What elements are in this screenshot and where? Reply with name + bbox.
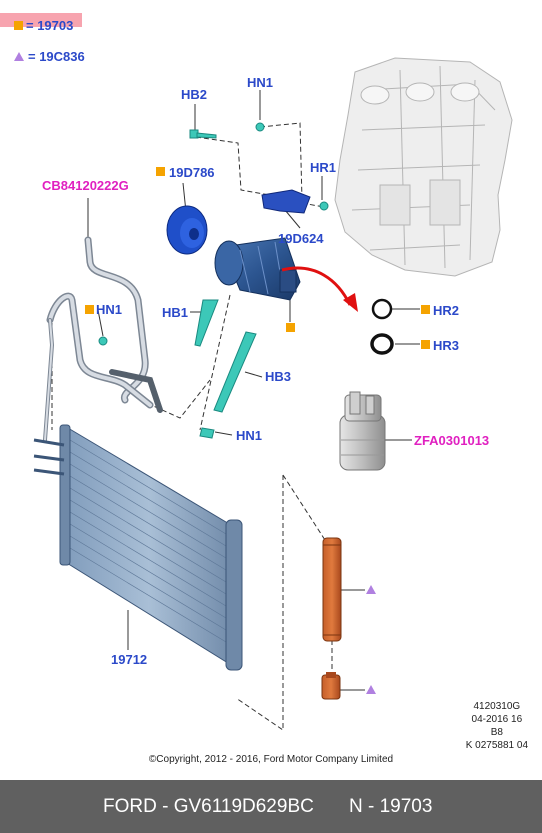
footer-bar: FORD - GV6119D629BC N - 19703: [0, 780, 542, 833]
desiccant-19c836: [321, 537, 342, 700]
label-19712: 19712: [111, 652, 148, 667]
square-marker-icon: [156, 167, 165, 176]
part-markers: [85, 167, 430, 694]
square-marker-icon: [286, 323, 295, 332]
legend-19c836: = 19C836: [14, 50, 85, 63]
direction-arrow: [281, 266, 358, 312]
bolts: [98, 122, 329, 439]
label-hb2: HB2: [181, 87, 208, 102]
triangle-marker-icon: [14, 52, 24, 61]
triangle-marker-icon: [366, 585, 376, 594]
bracket-19d624: [261, 189, 311, 214]
label-hn1-top: HN1: [247, 75, 274, 90]
refrigerant-hoses: [43, 236, 163, 442]
label-zfa0301013: ZFA0301013: [414, 433, 490, 448]
footer-part-number: FORD - GV6119D629BC: [103, 796, 314, 817]
label-hb3: HB3: [265, 369, 292, 384]
footer-reference: N - 19703: [349, 796, 433, 817]
receiver-dryer-zfa0301013: [339, 391, 386, 471]
label-hr2: HR2: [433, 303, 460, 318]
square-marker-icon: [85, 305, 94, 314]
label-hb1: HB1: [162, 305, 189, 320]
triangle-marker-icon: [366, 685, 376, 694]
square-marker-icon: [14, 21, 23, 30]
label-19d786: 19D786: [169, 165, 215, 180]
square-marker-icon: [421, 340, 430, 349]
ac-compressor: [214, 237, 301, 301]
condenser-19712: [33, 424, 243, 671]
label-hn1-left: HN1: [96, 302, 123, 317]
engine-block: [334, 57, 513, 277]
label-hn1-bottom: HN1: [236, 428, 263, 443]
drawing-stamp: 4120310G 04-2016 16 B8 K 0275881 04: [465, 701, 528, 751]
square-marker-icon: [421, 305, 430, 314]
label-19d624: 19D624: [278, 231, 324, 246]
legend-19703: = 19703: [14, 19, 73, 32]
pulley-19d786: [166, 205, 208, 255]
o-rings: [370, 298, 394, 355]
leader-lines: [51, 122, 333, 731]
label-hr3: HR3: [433, 338, 460, 353]
diagram-artwork: [33, 57, 513, 731]
label-hr1: HR1: [310, 160, 337, 175]
copyright-notice: ©Copyright, 2012 - 2016, Ford Motor Comp…: [148, 754, 394, 765]
label-cb84120222g: CB84120222G: [42, 178, 129, 193]
